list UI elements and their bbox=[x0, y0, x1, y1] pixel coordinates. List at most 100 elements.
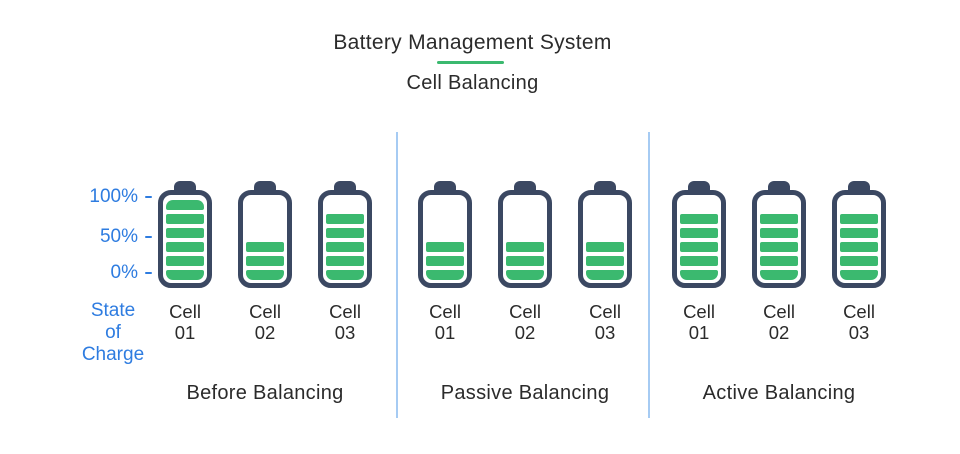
battery-cap-icon bbox=[334, 181, 356, 193]
axis-tick-50: 50% bbox=[0, 226, 152, 247]
charge-bar bbox=[166, 214, 204, 224]
charge-bar bbox=[426, 242, 464, 252]
battery-fill bbox=[246, 198, 284, 280]
cell-label-line2: 02 bbox=[768, 322, 790, 343]
cell-label-line2: 01 bbox=[174, 322, 196, 343]
cell-label-line2: 03 bbox=[334, 322, 356, 343]
battery-icon bbox=[318, 181, 372, 288]
title-underline bbox=[437, 61, 504, 64]
battery-fill bbox=[760, 198, 798, 280]
charge-bar bbox=[246, 256, 284, 266]
charge-bar bbox=[326, 256, 364, 266]
cell-label-line1: Cell bbox=[589, 301, 621, 322]
charge-bar bbox=[760, 228, 798, 238]
battery-icon bbox=[672, 181, 726, 288]
battery-cap-icon bbox=[688, 181, 710, 193]
battery-fill bbox=[426, 198, 464, 280]
page-subtitle: Cell Balancing bbox=[406, 72, 539, 94]
cell-label-line2: 01 bbox=[688, 322, 710, 343]
section-label: Active Balancing bbox=[702, 382, 856, 404]
charge-bar bbox=[680, 214, 718, 224]
charge-bar bbox=[840, 256, 878, 266]
battery-cap-icon bbox=[594, 181, 616, 193]
charge-bar bbox=[166, 228, 204, 238]
cell-label-line1: Cell bbox=[249, 301, 281, 322]
charge-bar bbox=[166, 200, 204, 210]
charge-bar bbox=[586, 270, 624, 280]
tick-mark bbox=[145, 235, 152, 239]
cell-label-line1: Cell bbox=[843, 301, 875, 322]
charge-bar bbox=[840, 242, 878, 252]
charge-bar bbox=[326, 270, 364, 280]
cell-label-line2: 02 bbox=[254, 322, 276, 343]
cell-label-line1: Cell bbox=[763, 301, 795, 322]
axis-tick-label: 100% bbox=[89, 186, 138, 207]
charge-bar bbox=[760, 242, 798, 252]
cell-label-line2: 01 bbox=[434, 322, 456, 343]
battery-icon bbox=[418, 181, 472, 288]
section-label: Before Balancing bbox=[186, 382, 344, 404]
charge-bar bbox=[326, 214, 364, 224]
section-divider bbox=[648, 132, 650, 418]
battery-fill bbox=[680, 198, 718, 280]
battery-cap-icon bbox=[514, 181, 536, 193]
battery-fill bbox=[506, 198, 544, 280]
axis-tick-0: 0% bbox=[0, 262, 152, 283]
cell-label-line1: Cell bbox=[509, 301, 541, 322]
battery-fill bbox=[586, 198, 624, 280]
charge-bar bbox=[426, 256, 464, 266]
battery-cap-icon bbox=[434, 181, 456, 193]
cell-label-line1: Cell bbox=[169, 301, 201, 322]
battery-icon bbox=[832, 181, 886, 288]
page-title: Battery Management System bbox=[333, 31, 612, 54]
section-divider bbox=[396, 132, 398, 418]
charge-bar bbox=[326, 228, 364, 238]
axis-tick-100: 100% bbox=[0, 186, 152, 207]
charge-bar bbox=[166, 242, 204, 252]
cell-label-line1: Cell bbox=[683, 301, 715, 322]
cell-label-line1: Cell bbox=[329, 301, 361, 322]
section-label: Passive Balancing bbox=[440, 382, 610, 404]
battery-fill bbox=[840, 198, 878, 280]
charge-bar bbox=[760, 256, 798, 266]
charge-bar bbox=[760, 214, 798, 224]
charge-bar bbox=[246, 242, 284, 252]
battery-cap-icon bbox=[848, 181, 870, 193]
charge-bar bbox=[166, 256, 204, 266]
tick-mark bbox=[145, 195, 152, 199]
battery-fill bbox=[166, 198, 204, 280]
charge-bar bbox=[760, 270, 798, 280]
battery-icon bbox=[578, 181, 632, 288]
cell-label-line2: 02 bbox=[514, 322, 536, 343]
axis-title-state-of-charge: State of Charge bbox=[81, 300, 145, 365]
charge-bar bbox=[680, 270, 718, 280]
charge-bar bbox=[326, 242, 364, 252]
charge-bar bbox=[506, 270, 544, 280]
axis-tick-label: 50% bbox=[99, 226, 138, 247]
charge-bar bbox=[680, 228, 718, 238]
charge-bar bbox=[586, 256, 624, 266]
battery-icon bbox=[158, 181, 212, 288]
charge-bar bbox=[840, 228, 878, 238]
battery-icon bbox=[498, 181, 552, 288]
